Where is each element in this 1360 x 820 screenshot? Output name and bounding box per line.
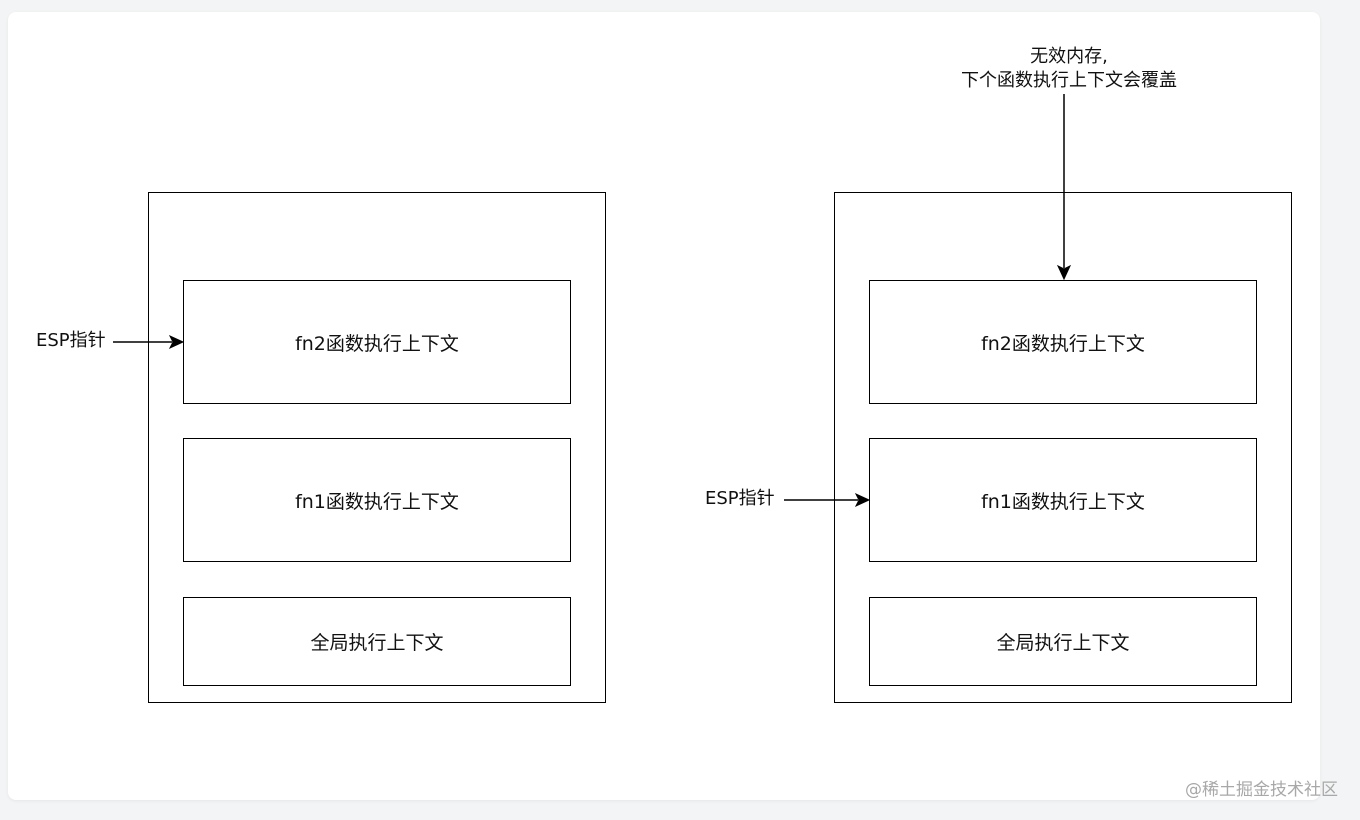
invalid-memory-note-line2: 下个函数执行上下文会覆盖	[961, 70, 1177, 91]
left-frame-fn2: fn2函数执行上下文	[183, 280, 571, 404]
left-frame-fn1-label: fn1函数执行上下文	[295, 490, 459, 513]
watermark: @稀土掘金技术社区	[1185, 780, 1338, 800]
left-esp-label: ESP指针	[36, 330, 106, 351]
invalid-memory-note-line1: 无效内存,	[1030, 46, 1108, 67]
right-frame-global-label: 全局执行上下文	[996, 632, 1130, 654]
left-frame-global: 全局执行上下文	[183, 597, 571, 686]
invalid-memory-note: 无效内存, 下个函数执行上下文会覆盖	[940, 45, 1198, 93]
left-frame-fn2-label: fn2函数执行上下文	[295, 332, 459, 355]
left-frame-global-label: 全局执行上下文	[310, 632, 444, 654]
right-frame-fn2: fn2函数执行上下文	[869, 280, 1257, 404]
left-stack-container	[148, 192, 606, 703]
right-frame-global: 全局执行上下文	[869, 597, 1257, 686]
left-frame-fn1: fn1函数执行上下文	[183, 438, 571, 562]
right-frame-fn2-label: fn2函数执行上下文	[981, 332, 1145, 355]
right-frame-fn1: fn1函数执行上下文	[869, 438, 1257, 562]
right-stack-container	[834, 192, 1292, 703]
right-esp-label: ESP指针	[705, 488, 775, 509]
right-frame-fn1-label: fn1函数执行上下文	[981, 490, 1145, 513]
